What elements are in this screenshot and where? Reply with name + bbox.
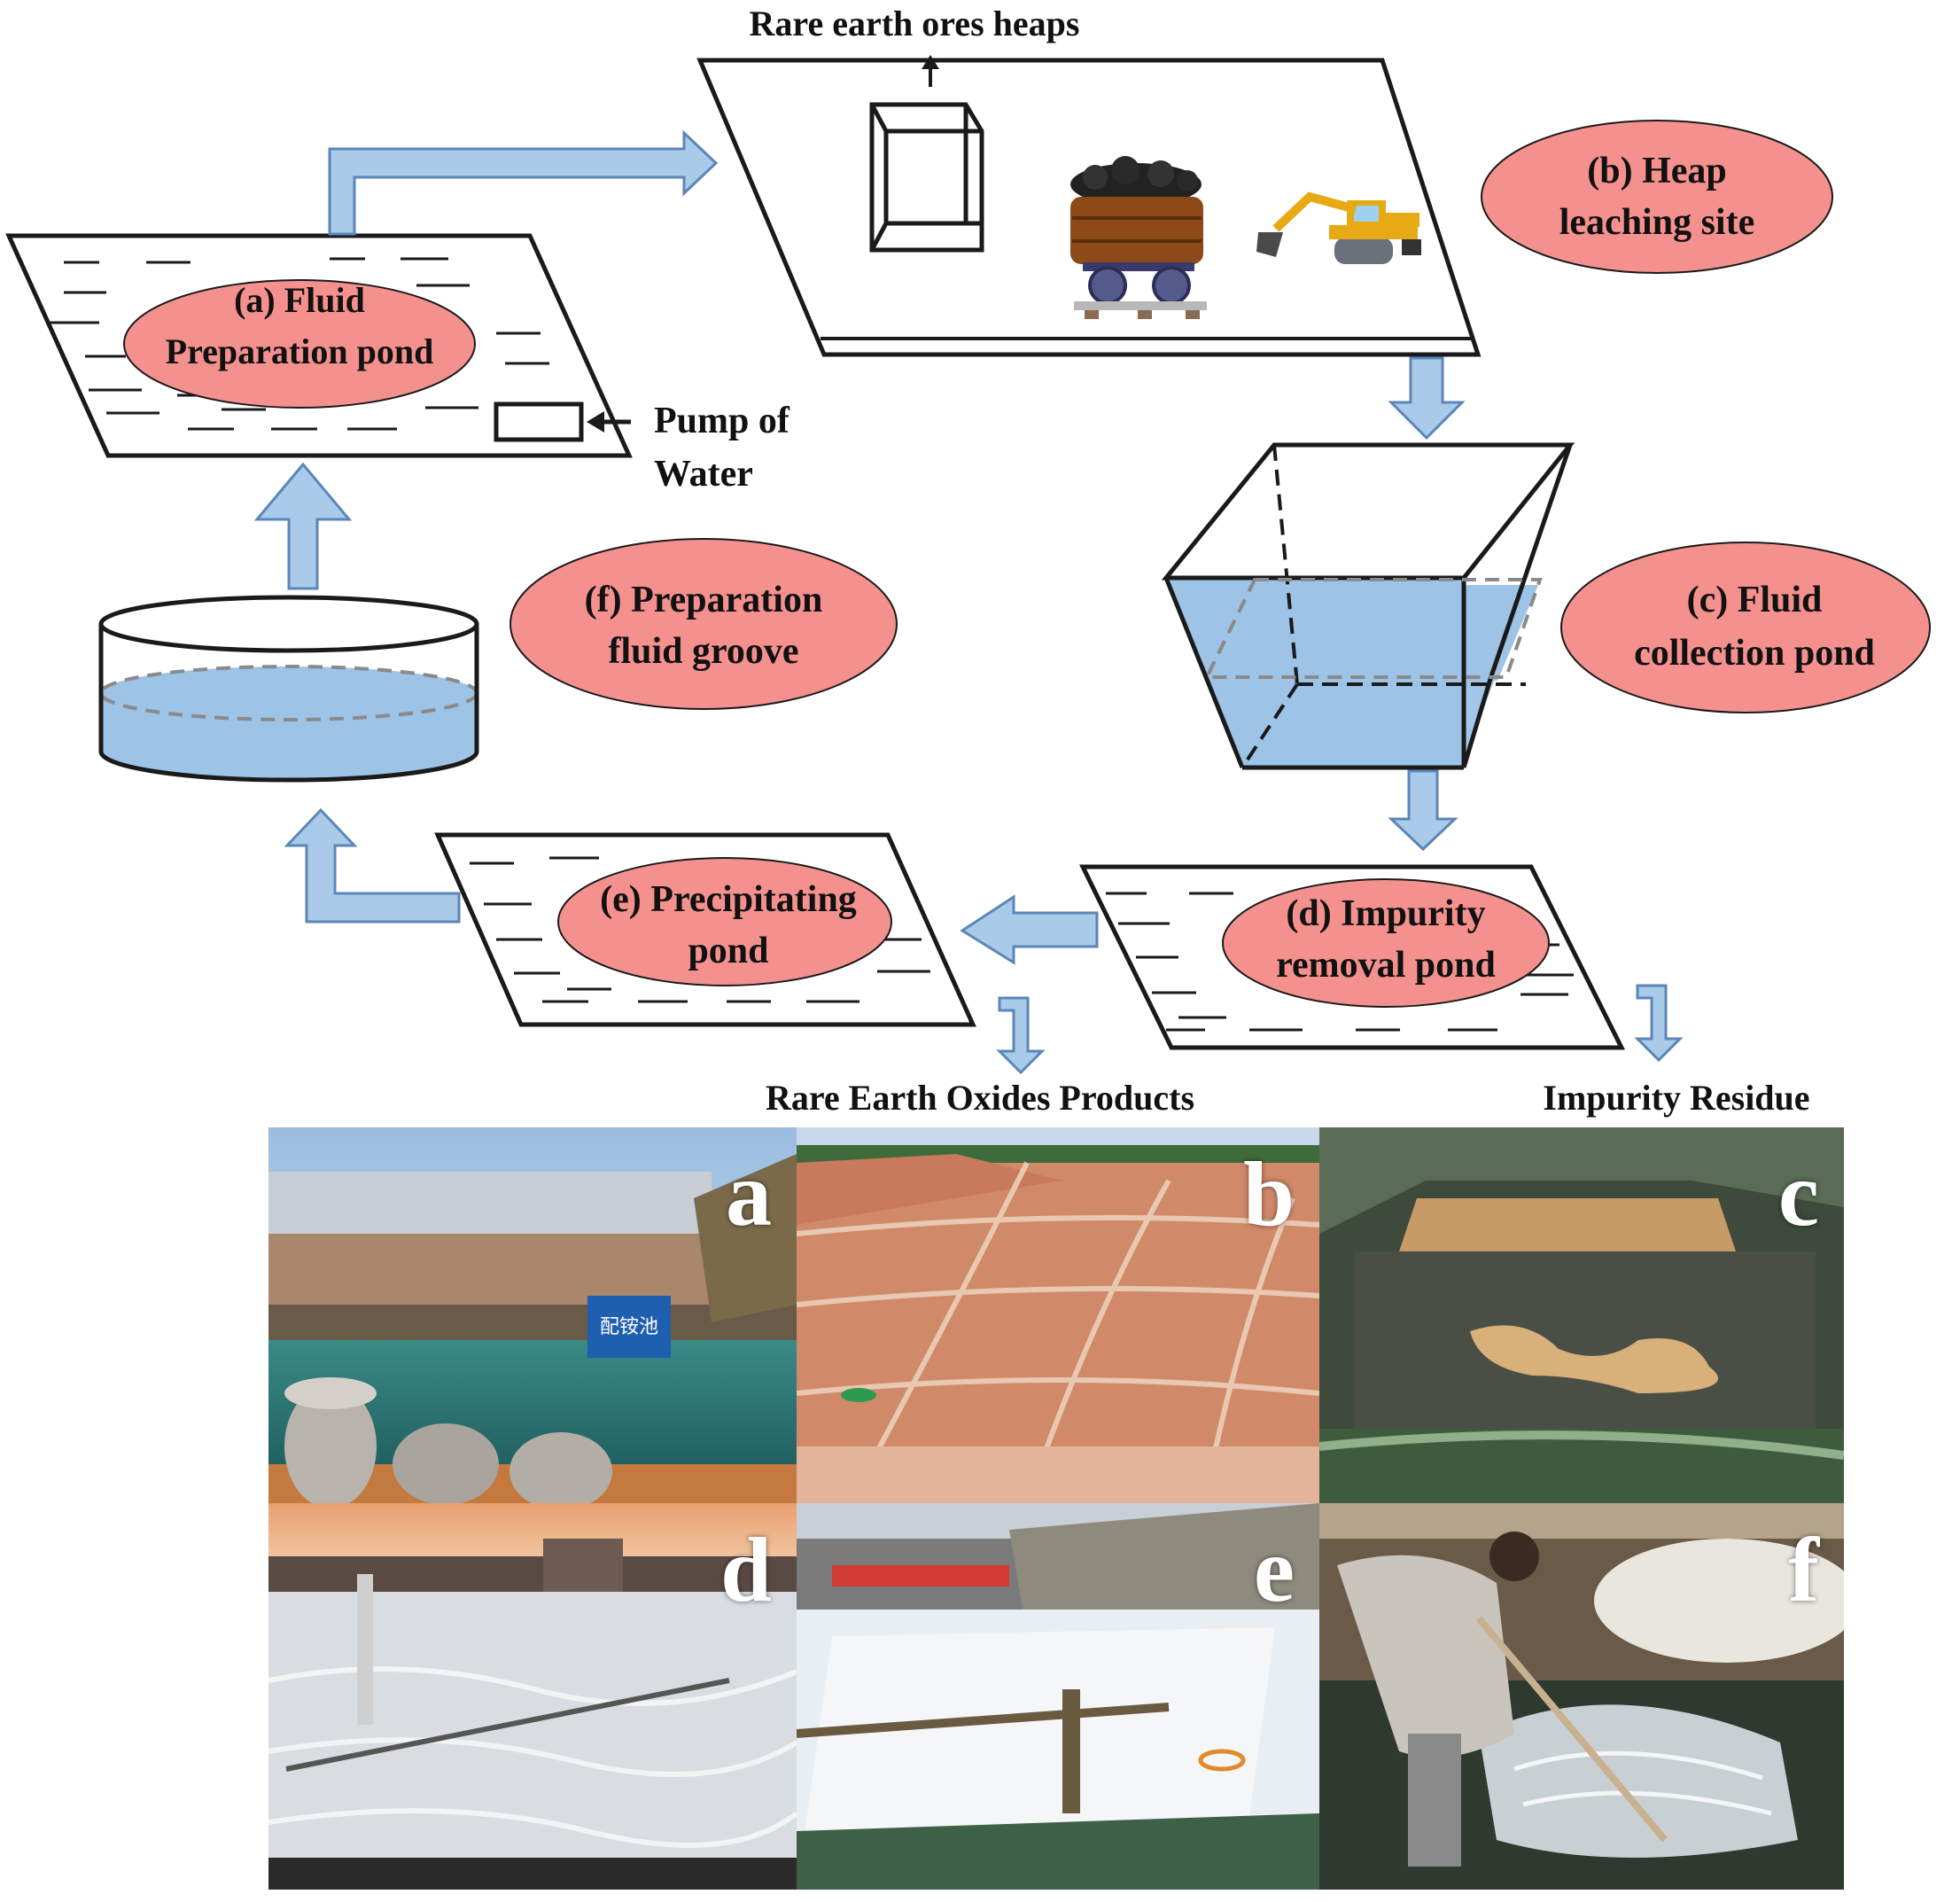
excavator-icon xyxy=(1256,191,1421,264)
pond-e-precipitating: (e) Precipitating pond xyxy=(434,832,976,1027)
stage-f-line2: fluid groove xyxy=(608,631,798,672)
photo-b-letter: b xyxy=(1243,1143,1295,1245)
photo-sign-text: 配铵池 xyxy=(600,1316,658,1338)
stage-a-line2: Preparation pond xyxy=(166,331,434,371)
stage-c-line1: (c) Fluid xyxy=(1687,580,1823,620)
stage-f-ellipse xyxy=(509,538,898,710)
stage-e-line1: (e) Precipitating xyxy=(600,879,857,920)
photo-c: c xyxy=(1319,1127,1844,1503)
arrow-d-to-residue xyxy=(1634,984,1684,1063)
pond-a-fluid-preparation: (a) Fluid Preparation pond xyxy=(5,233,633,458)
stage-a-line1: (a) Fluid xyxy=(234,280,365,320)
photo-f-letter: f xyxy=(1788,1519,1819,1621)
stage-c-ellipse xyxy=(1560,542,1931,713)
photo-e-letter: e xyxy=(1253,1519,1295,1621)
pump-label-line1: Pump of xyxy=(654,401,790,441)
pond-d-impurity-removal: (d) Impurity removal pond xyxy=(1078,864,1626,1050)
arrow-e-to-f xyxy=(284,807,461,924)
arrow-f-to-a xyxy=(253,462,353,590)
stage-d-line1: (d) Impurity xyxy=(1286,893,1485,934)
photo-grid: 配铵池 a b xyxy=(268,1127,1844,1890)
flow-arrows xyxy=(253,129,1684,1075)
arrow-d-to-e xyxy=(960,894,1099,965)
ore-heaps-label: Rare earth ores heaps xyxy=(750,4,1080,43)
mine-cart-icon xyxy=(1070,156,1207,319)
photo-d: d xyxy=(268,1503,797,1890)
photo-f: f xyxy=(1319,1503,1844,1890)
products-label: Rare Earth Oxides Products xyxy=(766,1078,1194,1118)
arrow-a-to-b xyxy=(328,129,719,236)
arrow-e-to-products xyxy=(996,996,1046,1075)
pump-box xyxy=(494,401,584,442)
photo-d-letter: d xyxy=(720,1519,772,1621)
photo-c-letter: c xyxy=(1777,1143,1819,1245)
stage-b-line1: (b) Heap xyxy=(1587,151,1727,191)
arrow-b-to-c xyxy=(1388,356,1466,440)
photo-a: 配铵池 a xyxy=(268,1127,797,1503)
stage-c-line2: collection pond xyxy=(1634,633,1875,674)
photo-a-letter: a xyxy=(726,1143,772,1245)
pump-annotation: Pump of Water xyxy=(587,401,790,495)
fluid-groove-cylinder xyxy=(98,595,479,783)
stage-e-line2: pond xyxy=(688,931,768,971)
heap-leaching-site: Rare earth ores heaps xyxy=(696,4,1482,357)
stage-d-line2: removal pond xyxy=(1276,945,1496,986)
residue-label: Impurity Residue xyxy=(1543,1078,1809,1118)
photo-b: b xyxy=(797,1127,1319,1503)
stage-b-ellipse xyxy=(1481,120,1833,274)
stage-b-line2: leaching site xyxy=(1559,202,1754,243)
ore-heap-icon xyxy=(869,102,984,253)
pump-label-line2: Water xyxy=(654,454,753,495)
stage-f-line1: (f) Preparation xyxy=(585,580,823,620)
photo-e: e xyxy=(797,1503,1319,1890)
arrow-c-to-d xyxy=(1388,769,1458,852)
collection-pond xyxy=(1161,442,1575,770)
